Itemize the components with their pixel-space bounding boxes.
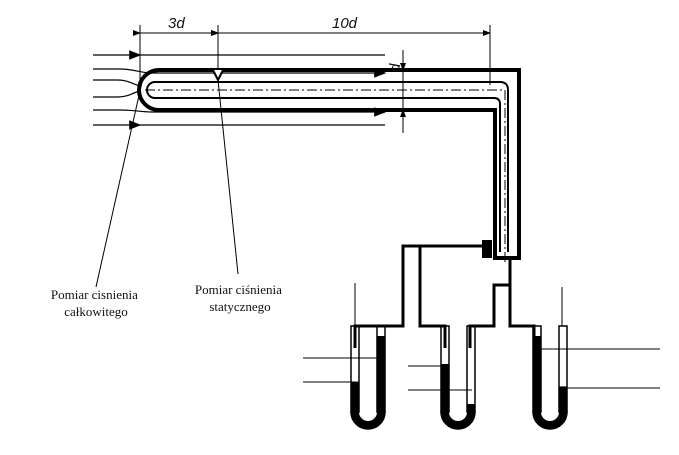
- manometer-fluid-column: [559, 386, 567, 413]
- manometer-fluid-column: [467, 404, 475, 413]
- manometer-fluid-column: [377, 336, 385, 413]
- flow-arrow: [93, 107, 387, 117]
- flow-arrow: [93, 79, 141, 87]
- manometer-bend-outline: [532, 411, 568, 430]
- static-pressure-label: Pomiar ciśnienia statycznego: [195, 282, 285, 314]
- manometer-tube-wall: [532, 325, 542, 413]
- manometers: [350, 325, 568, 430]
- manometer-fluid-column: [441, 364, 449, 413]
- static-port: [212, 69, 224, 83]
- leader-lines: [95, 79, 239, 288]
- total-pressure-lead: [353, 244, 488, 348]
- manometer-fluid-bend: [441, 412, 475, 429]
- manometer-tube-wall: [440, 325, 450, 413]
- manometer-fluid-bend: [351, 412, 385, 429]
- manometer-fluid-column: [351, 381, 359, 413]
- u-tube-manometer: [532, 325, 568, 430]
- offset-label: 3d: [168, 15, 185, 32]
- static-pressure-leader: [217, 79, 239, 275]
- manometer-tube-wall: [558, 325, 568, 413]
- manometer-tube-wall: [376, 325, 386, 413]
- u-tube-manometer: [440, 325, 476, 430]
- probe-flange: [482, 240, 492, 258]
- manometer-bend-outline: [350, 411, 386, 430]
- probe-inner-wall: [146, 81, 509, 252]
- flow-arrow: [93, 90, 141, 98]
- dimensions: [133, 25, 491, 133]
- static-pressure-lead: [468, 258, 512, 348]
- manometer-bend-outline: [440, 411, 476, 430]
- manometer-fluid-bend: [533, 412, 567, 429]
- probe-outer-wall: [137, 68, 521, 260]
- pitot-probe: [137, 68, 521, 265]
- length-label: 10d: [332, 15, 358, 32]
- pressure-leads: [353, 244, 536, 348]
- total-pressure-leader: [95, 81, 143, 288]
- reading-lines: [303, 283, 660, 391]
- diameter-label: d: [387, 63, 404, 72]
- manometer-fluid-column: [533, 336, 541, 413]
- total-pressure-label: Pomiar cisnienia całkowitego: [51, 287, 141, 319]
- manometer-tube-wall: [466, 325, 476, 413]
